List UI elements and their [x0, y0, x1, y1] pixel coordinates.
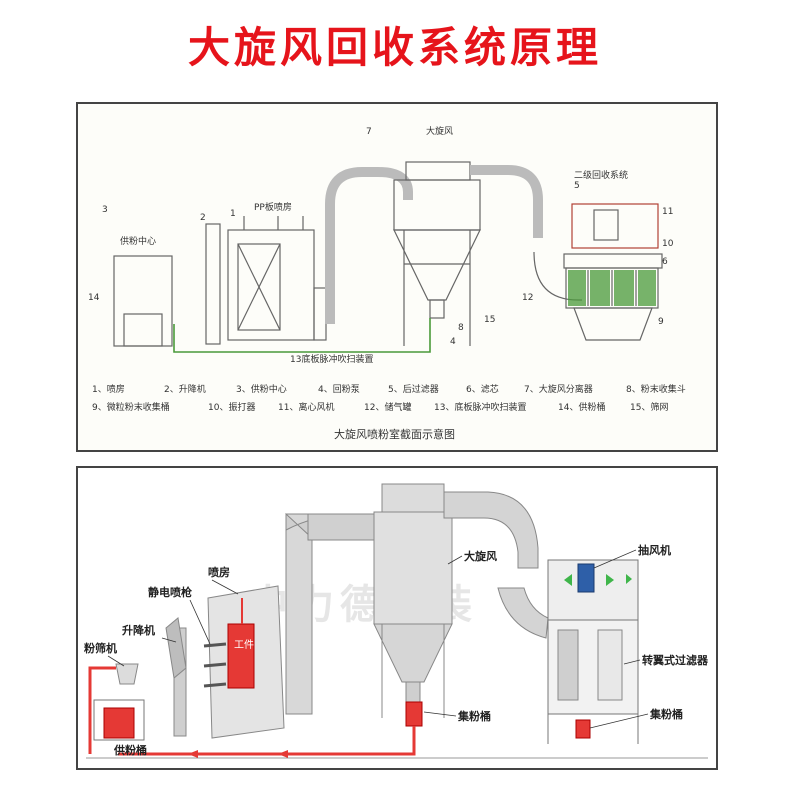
callout-2: 2	[200, 213, 206, 223]
diagram-caption: 大旋风喷粉室截面示意图	[334, 427, 455, 441]
cyclone-top	[381, 483, 445, 513]
callout-14: 14	[88, 293, 100, 303]
cyclone-cone	[373, 623, 453, 683]
legend-item: 10、振打器	[208, 401, 255, 413]
label-exhaust-fan: 抽风机	[638, 543, 671, 557]
callout-1: 1	[230, 209, 236, 219]
cyclone-body	[373, 511, 453, 625]
3d-system-diagram: 中力德涂装 工件 大旋风 抽风机 转翼式过滤器 集粉桶 集粉桶	[76, 466, 718, 770]
legend-item: 7、大旋风分离器	[524, 383, 593, 395]
callout-10: 10	[662, 239, 674, 249]
label-lift: 升降机	[122, 623, 155, 637]
lift-column	[205, 223, 221, 345]
callout-4: 4	[450, 337, 456, 347]
legend-item: 5、后过滤器	[388, 383, 439, 395]
label-cyclone: 大旋风	[426, 125, 453, 137]
callout-15: 15	[484, 315, 495, 325]
pulse-pipe	[173, 318, 431, 353]
label-rotary-filter: 转翼式过滤器	[642, 653, 709, 667]
pp-booth	[227, 229, 315, 341]
label-powder-supply: 供粉桶	[113, 743, 147, 757]
legend: 1、喷房 2、升降机 3、供粉中心 4、回粉泵 5、后过滤器 6、滤芯 7、大旋…	[92, 383, 686, 413]
legend-item: 6、滤芯	[466, 383, 499, 395]
label-cyclone: 大旋风	[464, 549, 497, 563]
callout-9: 9	[658, 317, 664, 327]
legend-item: 4、回粉泵	[318, 383, 360, 395]
callout-3: 3	[102, 205, 108, 215]
label-secondary-system: 二级回收系统	[574, 169, 628, 181]
collection-hopper	[573, 307, 653, 341]
powder-supply-frame	[93, 699, 145, 741]
legend-item: 12、储气罐	[364, 401, 411, 413]
exhaust-fan-motor	[577, 563, 595, 593]
workpiece	[227, 623, 255, 689]
cyclone-to-filter-duct	[443, 491, 539, 569]
callout-11: 11	[662, 207, 673, 217]
cyclone-top	[405, 161, 471, 181]
cross-section-svg: 大旋风 二级回收系统 PP板喷房 供粉中心 13底板脉冲吹扫装置 3 2 1 7…	[88, 125, 686, 441]
collection-bucket-1	[405, 701, 423, 727]
powder-supply-bucket	[103, 707, 135, 739]
callout-7: 7	[366, 127, 372, 137]
post-filter-5	[571, 203, 659, 249]
callout-12: 12	[522, 293, 533, 303]
label-collection-bucket-1: 集粉桶	[457, 709, 491, 723]
label-pp-booth: PP板喷房	[254, 201, 292, 213]
legend-item: 15、筛网	[630, 401, 668, 413]
label-spray-booth: 喷房	[208, 565, 230, 579]
callout-5: 5	[574, 181, 580, 191]
label-pulse-device: 13底板脉冲吹扫装置	[290, 353, 373, 365]
powder-bucket-14	[123, 313, 163, 347]
legend-item: 3、供粉中心	[236, 383, 287, 395]
cross-section-diagram: 大旋风 二级回收系统 PP板喷房 供粉中心 13底板脉冲吹扫装置 3 2 1 7…	[76, 102, 718, 452]
label-powder-center: 供粉中心	[120, 235, 156, 247]
legend-item: 8、粉末收集斗	[626, 383, 686, 395]
powder-sieve	[115, 663, 139, 685]
legend-item: 11、离心风机	[278, 401, 334, 413]
vertical-duct	[285, 513, 313, 715]
legend-item: 1、喷房	[92, 383, 125, 395]
callout-6: 6	[662, 257, 668, 267]
booth-door	[237, 243, 281, 331]
label-electrostatic-gun: 静电喷枪	[148, 585, 192, 599]
callout-8: 8	[458, 323, 464, 333]
legend-item: 13、底板脉冲吹扫装置	[434, 401, 526, 413]
cyclone-cone	[393, 229, 481, 301]
legend-item: 2、升降机	[164, 383, 206, 395]
powder-center-box	[113, 255, 173, 347]
legend-item: 14、供粉桶	[558, 401, 605, 413]
page-title: 大旋风回收系统原理	[187, 23, 602, 72]
label-powder-sieve: 粉筛机	[84, 641, 117, 655]
label-collection-bucket-2: 集粉桶	[649, 707, 683, 721]
3d-system-svg: 中力德涂装 工件 大旋风 抽风机 转翼式过滤器 集粉桶 集粉桶	[84, 483, 709, 759]
legend-item: 9、微粒粉末收集桶	[92, 401, 170, 413]
collection-bucket-2	[575, 719, 591, 739]
workpiece-label: 工件	[234, 639, 254, 651]
